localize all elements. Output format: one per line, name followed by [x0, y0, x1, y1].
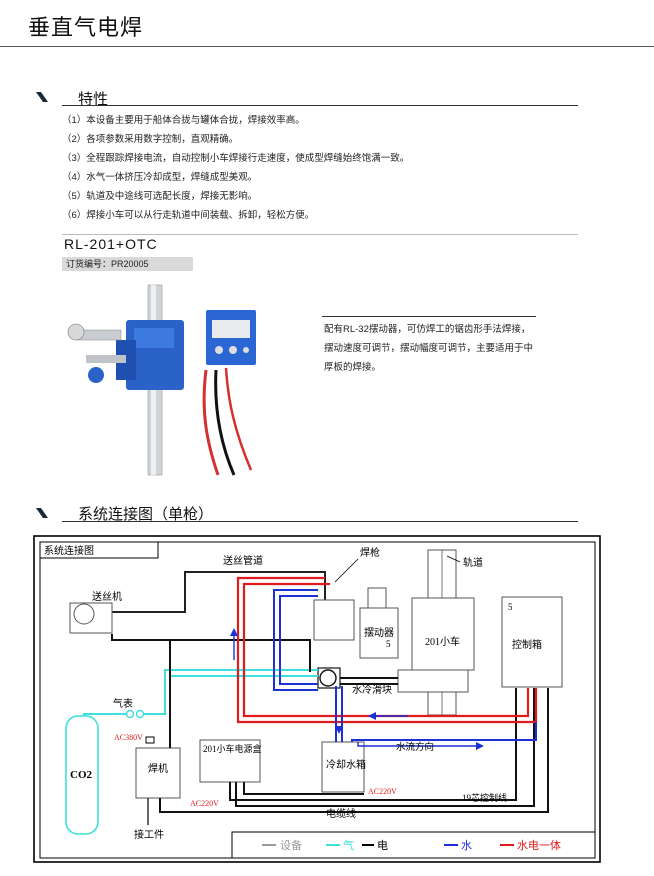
- legend-water: 水: [461, 839, 472, 852]
- label-control-box: 控制箱: [512, 638, 542, 651]
- label-feeder: 送丝机: [92, 590, 122, 603]
- label-flow-dir: 水流方向: [396, 741, 434, 753]
- label-track: 轨道: [463, 556, 483, 569]
- label-ac220-a: AC220V: [190, 799, 219, 808]
- feature-item: （5）轨道及中途线可选配长度，焊接无影响。: [62, 191, 258, 202]
- feature-item: （3）全程跟踪焊接电流，自动控制小车焊接行走速度，使成型焊缝始终饱满一致。: [62, 153, 410, 164]
- label-19core: 19芯控制线: [462, 792, 507, 803]
- section-marker-icon: [36, 508, 48, 518]
- label-oscillator: 摆动器: [364, 626, 394, 639]
- features-divider: [62, 105, 578, 106]
- label-torch: 焊枪: [360, 546, 380, 559]
- label-cooler: 冷却水箱: [326, 758, 366, 771]
- legend-electric: 电: [377, 839, 388, 852]
- legend-water-electric: 水电一体: [517, 838, 561, 852]
- label-gauge: 气表: [113, 697, 133, 710]
- label-cable: 电缆线: [326, 807, 356, 820]
- diagram-divider: [62, 521, 578, 522]
- label-psu: 201小车电源盒: [203, 743, 262, 754]
- label-oscillator-num: 5: [386, 639, 391, 649]
- feature-item: （1）本设备主要用于船体合拢与罐体合拢，焊接效率高。: [62, 115, 305, 126]
- feature-item: （6）焊接小车可以从行走轨道中间装载、拆卸，轻松方便。: [62, 210, 315, 221]
- product-divider: [62, 234, 578, 235]
- label-ac220-b: AC220V: [368, 787, 397, 796]
- product-desc-line: 厚板的焊接。: [324, 362, 382, 373]
- label-wire-tube: 送丝管道: [223, 554, 263, 567]
- order-number: 订货编号：PR20005: [62, 257, 193, 271]
- title-divider: [0, 46, 654, 47]
- feature-item: （2）各项参数采用数字控制，直观精确。: [62, 134, 239, 145]
- legend-equipment: 设备: [280, 838, 302, 852]
- diagram-box-label: 系统连接图: [44, 544, 94, 557]
- product-desc-line: 配有RL-32摆动器，可仿焊工的锯齿形手法焊接，: [324, 324, 531, 335]
- product-desc-line: 摆动速度可调节，摆动幅度可调节，主要适用于中: [324, 343, 534, 354]
- page-title: 垂直气电焊: [28, 15, 144, 40]
- feature-item: （4）水气一体挤压冷却成型，焊缝成型美观。: [62, 172, 258, 183]
- legend-gas: 气: [343, 838, 354, 852]
- label-welder: 焊机: [148, 762, 168, 775]
- label-carriage: 201小车: [425, 635, 460, 648]
- section-marker-icon: [36, 92, 48, 102]
- product-model: RL-201+OTC: [64, 236, 158, 252]
- label-water-block: 水冷滑块: [352, 683, 392, 696]
- desc-divider: [322, 316, 536, 317]
- label-control-num: 5: [508, 602, 513, 612]
- welding-carriage-image: [67, 284, 256, 476]
- diagram-heading: 系统连接图（单枪）: [78, 506, 214, 523]
- label-co2: CO2: [70, 769, 93, 781]
- features-heading: 特性: [78, 91, 109, 108]
- label-workpiece: 接工件: [134, 828, 164, 841]
- label-ac380: AC380V: [114, 733, 143, 742]
